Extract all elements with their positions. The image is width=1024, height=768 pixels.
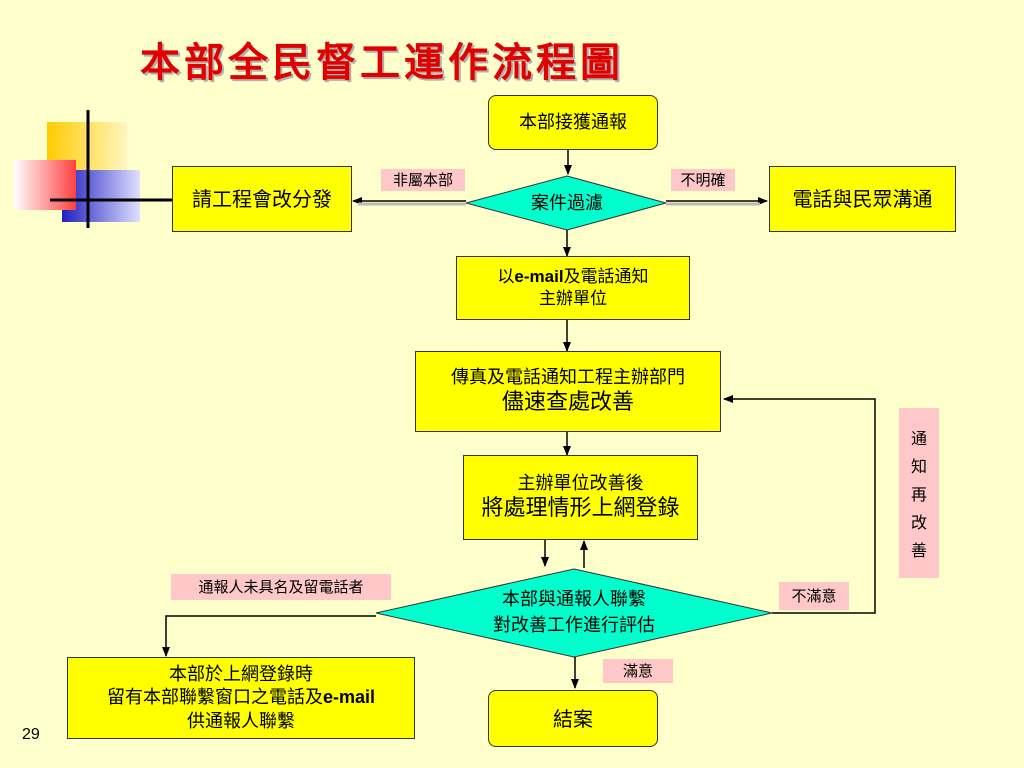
record-online-box: 主辦單位改善後 將處理情形上網登錄	[463, 455, 698, 540]
record-online-line2: 將處理情形上網登錄	[481, 495, 680, 521]
renotify-char-1: 通	[910, 429, 927, 448]
reassign-box: 請工程會改分發	[172, 166, 352, 232]
online-contact-line1: 本部於上網登錄時	[169, 663, 313, 685]
renotify-char-5: 善	[910, 541, 927, 560]
receive-report-label: 本部接獲通報	[519, 111, 627, 133]
evaluate-line2: 對改善工作進行評估	[493, 615, 655, 637]
email-notify-line1: 以e-mail及電話通知	[497, 266, 648, 288]
receive-report-box: 本部接獲通報	[488, 95, 658, 150]
page-number: 29	[22, 726, 40, 743]
fax-notify-line1: 傳真及電話通知工程主辦部門	[451, 366, 685, 388]
close-case-box: 結案	[488, 690, 658, 747]
email-notify-box: 以e-mail及電話通知 主辦單位	[456, 256, 690, 320]
page-title: 本部全民督工運作流程圖	[140, 39, 624, 86]
email-notify-suffix: 及電話通知	[563, 266, 649, 287]
renotify-char-4: 改	[910, 513, 927, 532]
evaluate-label: 本部與通報人聯繫 對改善工作進行評估	[454, 587, 694, 639]
label-anonymous: 通報人未具名及留電話者	[171, 574, 391, 600]
record-online-line1: 主辦單位改善後	[517, 472, 644, 494]
online-contact-line2: 留有本部聯繫窗口之電話及e-mail	[107, 686, 375, 709]
evaluate-line1: 本部與通報人聯繫	[502, 589, 646, 610]
online-contact-line3: 供通報人聯繫	[187, 710, 295, 732]
renotify-char-3: 再	[910, 485, 927, 504]
filter-text: 案件過濾	[531, 193, 603, 214]
email-notify-email: e-mail	[514, 266, 564, 286]
fax-notify-box: 傳真及電話通知工程主辦部門 儘速查處改善	[415, 351, 721, 432]
phone-public-box: 電話與民眾溝通	[769, 166, 956, 232]
online-contact-email: e-mail	[322, 687, 376, 708]
close-case-label: 結案	[553, 706, 593, 731]
fax-notify-line2: 儘速查處改善	[501, 389, 634, 415]
label-unsatisfied: 不滿意	[779, 582, 849, 610]
phone-public-label: 電話與民眾溝通	[792, 187, 933, 211]
label-not-ours: 非屬本部	[381, 169, 465, 191]
label-unclear: 不明確	[671, 169, 735, 191]
label-renotify: 通 知 再 改 善	[899, 408, 939, 578]
email-notify-line2: 主辦單位	[539, 289, 607, 309]
reassign-label: 請工程會改分發	[192, 187, 332, 211]
email-notify-prefix: 以	[497, 266, 515, 287]
online-contact-line2-text: 留有本部聯繫窗口之電話及	[106, 687, 323, 709]
online-contact-box: 本部於上網登錄時 留有本部聯繫窗口之電話及e-mail 供通報人聯繫	[67, 657, 415, 739]
label-satisfied: 滿意	[603, 659, 673, 683]
evaluate-diamond	[375, 568, 773, 658]
renotify-char-2: 知	[910, 457, 927, 476]
filter-label: 案件過濾	[500, 191, 634, 217]
